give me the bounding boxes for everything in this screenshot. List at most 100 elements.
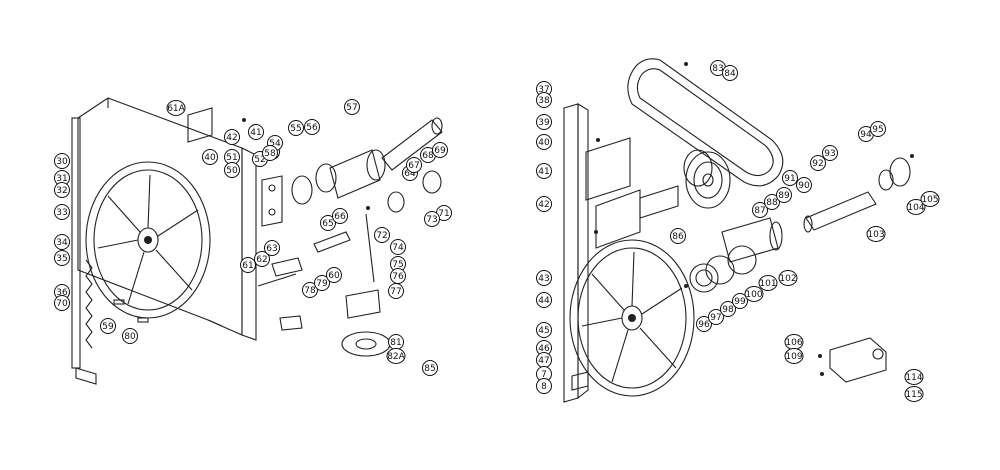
callout-41: 41	[248, 124, 264, 140]
callout-circle	[326, 267, 342, 283]
right-column	[563, 103, 589, 403]
callout-label: 76	[392, 272, 404, 282]
callout-96: 96	[696, 316, 712, 332]
callout-label: 44	[538, 296, 550, 306]
callout-label: 42	[226, 133, 237, 143]
callout-39: 39	[536, 114, 552, 130]
callout-label: 104	[907, 203, 924, 213]
callout-label: 97	[710, 313, 721, 323]
callout-50: 50	[224, 162, 240, 178]
callout-circle	[54, 182, 70, 198]
callout-circle	[758, 275, 778, 291]
callout-circle	[314, 275, 330, 291]
callout-label: 34	[56, 238, 68, 248]
callout-label: 63	[266, 244, 277, 254]
callout-82a: 82A	[386, 348, 406, 364]
callout-label: 62	[256, 255, 267, 265]
right-brackets	[585, 137, 783, 263]
callout-circle	[696, 316, 712, 332]
callout-104: 104	[906, 199, 926, 215]
callout-circle	[254, 251, 270, 267]
callout-layer: 61A4241515040535455565752303132333435367…	[54, 60, 940, 402]
callout-label: 61	[242, 261, 253, 271]
callout-label: 75	[392, 260, 403, 270]
callout-label: 114	[905, 373, 922, 383]
callout-86: 86	[670, 228, 686, 244]
callout-label: 105	[921, 195, 938, 205]
callout-circle	[722, 65, 738, 81]
callout-label: 74	[392, 243, 404, 253]
callout-circle	[720, 301, 736, 317]
callout-label: 72	[376, 231, 387, 241]
callout-label: 65	[322, 219, 333, 229]
callout-80: 80	[122, 328, 138, 344]
callout-93: 93	[822, 145, 838, 161]
callout-63: 63	[264, 240, 280, 256]
right-wheel	[569, 239, 695, 397]
callout-label: 91	[784, 174, 795, 184]
right-assembly	[563, 58, 914, 403]
callout-100: 100	[744, 286, 764, 302]
callout-label: 47	[538, 356, 549, 366]
callout-label: 54	[269, 139, 281, 149]
callout-circle	[202, 149, 218, 165]
callout-42: 42	[536, 196, 552, 212]
callout-circle	[122, 328, 138, 344]
callout-89: 89	[776, 187, 792, 203]
callout-label: 41	[250, 128, 261, 138]
callout-102: 102	[778, 270, 798, 286]
callout-circle	[536, 92, 552, 108]
callout-circle	[390, 239, 406, 255]
callout-label: 84	[724, 69, 736, 79]
callout-72: 72	[374, 227, 390, 243]
callout-91: 91	[782, 170, 798, 186]
callout-circle	[264, 240, 280, 256]
callout-38: 38	[536, 92, 552, 108]
callout-label: 45	[538, 326, 549, 336]
callout-101: 101	[758, 275, 778, 291]
callout-circle	[536, 134, 552, 150]
callout-label: 93	[824, 149, 835, 159]
callout-label: 50	[226, 166, 238, 176]
callout-92: 92	[810, 155, 826, 171]
right-belt	[627, 58, 784, 187]
callout-label: 43	[538, 274, 549, 284]
callout-8: 8	[536, 378, 552, 394]
callout-56: 56	[304, 119, 320, 135]
callout-label: 40	[538, 138, 550, 148]
callout-circle	[288, 120, 304, 136]
callout-label: 7	[541, 370, 547, 380]
callout-label: 92	[812, 159, 823, 169]
callout-circle	[422, 360, 438, 376]
callout-55: 55	[288, 120, 304, 136]
callout-circle	[904, 386, 924, 402]
callout-45: 45	[536, 322, 552, 338]
callout-circle	[782, 170, 798, 186]
callout-circle	[374, 227, 390, 243]
callout-label: 103	[867, 230, 884, 240]
callout-label: 58	[264, 149, 276, 159]
callout-109: 109	[784, 348, 804, 364]
callout-circle	[536, 378, 552, 394]
callout-label: 30	[56, 157, 68, 167]
callout-30: 30	[54, 153, 70, 169]
callout-87: 87	[752, 202, 768, 218]
callout-label: 59	[102, 322, 114, 332]
callout-circle	[776, 187, 792, 203]
callout-circle	[796, 177, 812, 193]
callout-label: 32	[56, 186, 67, 196]
left-small-parts	[113, 107, 443, 357]
callout-76: 76	[390, 268, 406, 284]
callout-105: 105	[920, 191, 940, 207]
callout-88: 88	[764, 194, 780, 210]
callout-label: 82A	[387, 352, 405, 362]
left-housing	[77, 97, 257, 341]
callout-103: 103	[866, 226, 886, 242]
callout-circle	[302, 282, 318, 298]
callout-circle	[536, 163, 552, 179]
callout-circle	[822, 145, 838, 161]
callout-label: 89	[778, 191, 790, 201]
callout-label: 83	[712, 64, 723, 74]
callout-circle	[778, 270, 798, 286]
callout-label: 41	[538, 167, 549, 177]
